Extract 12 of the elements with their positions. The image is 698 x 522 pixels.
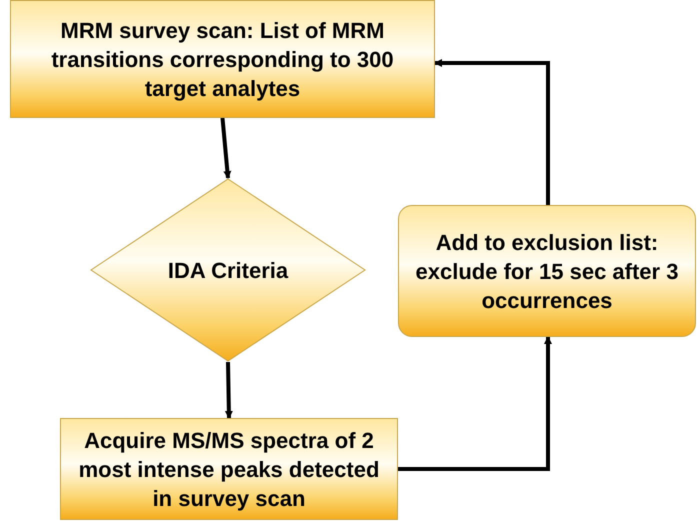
arrow [220, 118, 232, 179]
process-box [398, 205, 696, 337]
node-text: IDA Criteria [166, 256, 290, 284]
arrow [434, 59, 550, 205]
arrow [398, 336, 552, 471]
node-text: Acquire MS/MS spectra of 2 most intense peaks detected in survey scan [78, 426, 380, 512]
decision-diamond [90, 178, 366, 362]
arrow [224, 362, 233, 419]
process-box [60, 418, 398, 520]
node-text: MRM survey scan: List of MRM transitions corresponding to 300 target analytes [50, 16, 395, 102]
process-box [10, 0, 435, 118]
node-text: Add to exclusion list: exclude for 15 sec after 3 occurrences [414, 228, 680, 314]
